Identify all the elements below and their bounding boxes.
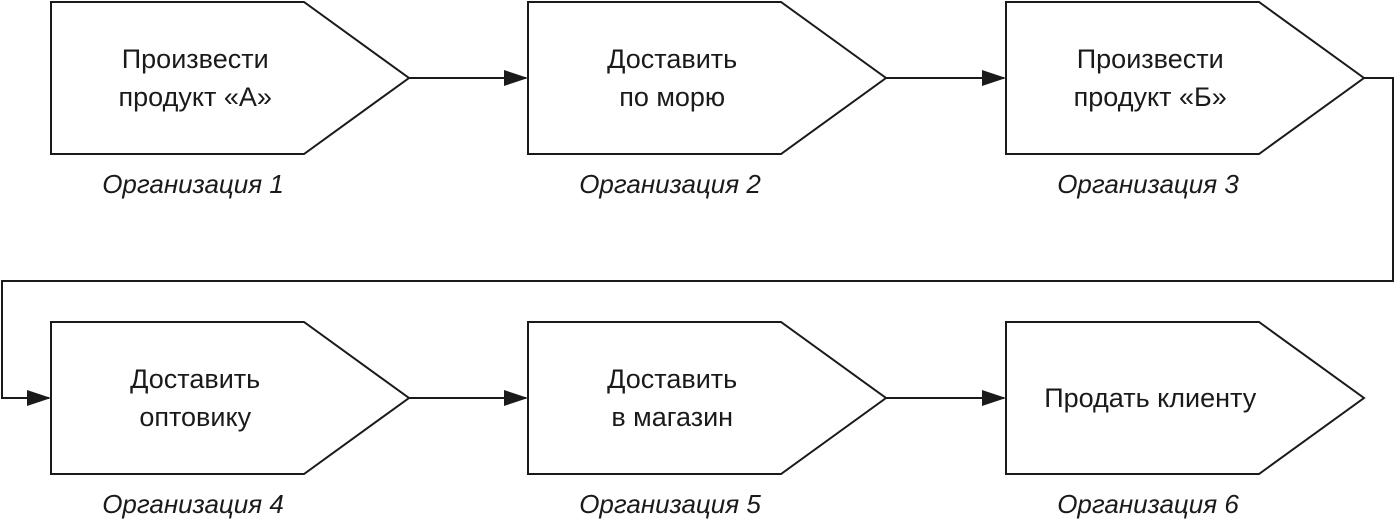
step-shape: [50, 1, 411, 155]
step-label-line: продукт «А»: [119, 82, 272, 112]
step-label: Произвести продукт «А»: [119, 44, 272, 112]
step-label: Доставить в магазин: [607, 364, 737, 432]
connectors: [1, 70, 1394, 406]
process-steps: Произвести продукт «А» Организация 1 Достав…: [50, 1, 1366, 519]
step-label-line: в магазин: [611, 402, 733, 432]
step-label-line: Произвести: [122, 44, 269, 74]
process-step: Произвести продукт «Б» Организация 3: [1005, 1, 1366, 199]
arrowhead: [504, 390, 528, 406]
step-label: Произвести продукт «Б»: [1074, 44, 1227, 112]
arrowhead: [982, 390, 1006, 406]
step-shape: [1005, 1, 1366, 155]
organization-label: Организация 3: [1057, 169, 1239, 199]
organization-label: Организация 1: [102, 169, 284, 199]
step-shape: [1005, 321, 1366, 475]
flow-arrow: [1, 77, 1394, 406]
organization-label: Организация 5: [579, 489, 761, 519]
organization-label: Организация 2: [579, 169, 761, 199]
organization-label: Организация 4: [102, 489, 284, 519]
step-shape: [527, 321, 888, 475]
step-label-line: по морю: [619, 82, 725, 112]
step-label-line: Произвести: [1077, 44, 1224, 74]
flow-arrow: [409, 390, 528, 406]
step-label-line: Доставить: [607, 364, 737, 394]
step-label: Доставить оптовику: [130, 364, 260, 432]
step-label-line: оптовику: [139, 402, 251, 432]
organization-label: Организация 6: [1057, 489, 1239, 519]
arrowhead: [27, 390, 51, 406]
arrowhead: [982, 70, 1006, 86]
flow-arrow: [886, 70, 1006, 86]
step-shape: [527, 1, 888, 155]
step-label-line: продукт «Б»: [1074, 82, 1227, 112]
connector-line: [1, 77, 1394, 399]
step-shape: [50, 321, 411, 475]
process-step: Произвести продукт «А» Организация 1: [50, 1, 411, 199]
step-label: Продать клиенту: [1044, 383, 1257, 413]
step-label-line: Доставить: [607, 44, 737, 74]
step-label: Доставить по морю: [607, 44, 737, 112]
step-label-line: Доставить: [130, 364, 260, 394]
arrowhead: [504, 70, 528, 86]
flow-arrow: [886, 390, 1006, 406]
step-label-line: Продать клиенту: [1044, 383, 1257, 413]
flow-arrow: [409, 70, 528, 86]
